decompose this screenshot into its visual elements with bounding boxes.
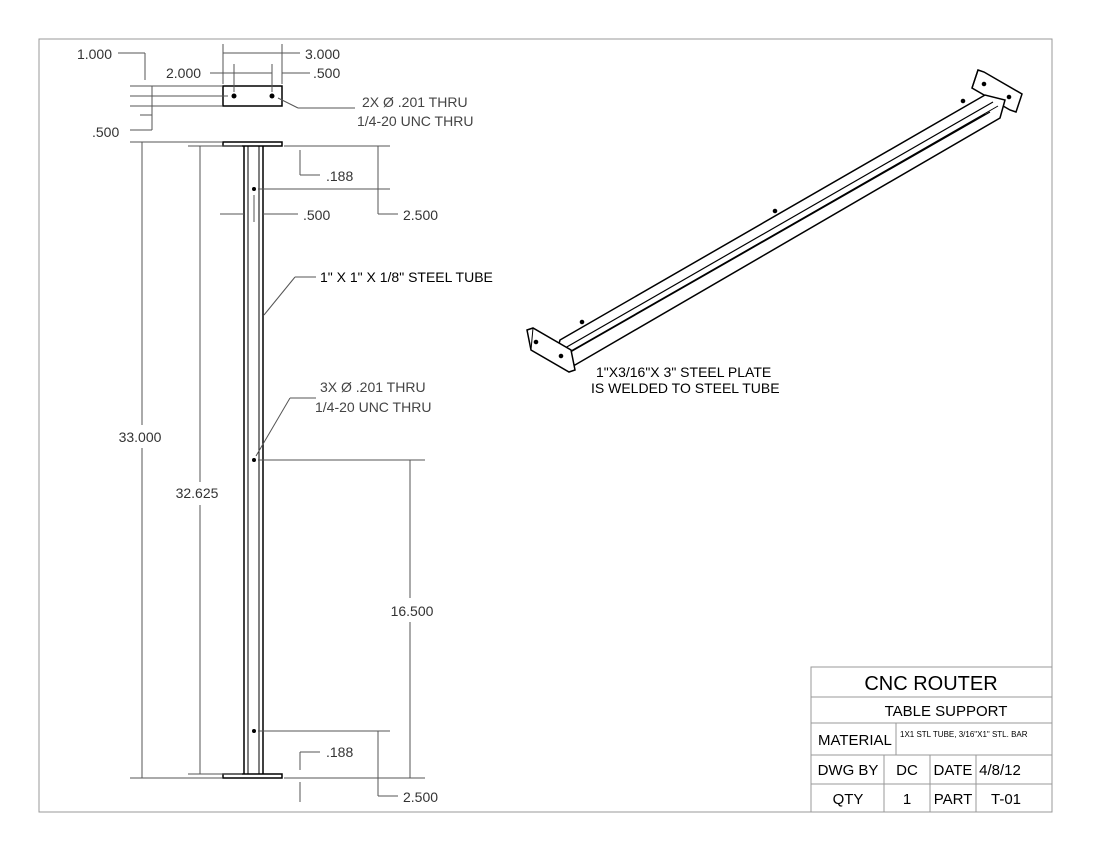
title-qty-value: 1 xyxy=(903,791,911,808)
callout-tube-holes-line1: 3X Ø .201 THRU xyxy=(320,379,426,395)
title-material-label: MATERIAL xyxy=(818,732,892,749)
title-part-name: TABLE SUPPORT xyxy=(885,703,1008,720)
title-drawn-by-label: DWG BY xyxy=(818,762,879,779)
title-date-value: 4/8/12 xyxy=(979,762,1021,779)
dim-plate-hole-spacing: 2.000 xyxy=(166,65,201,81)
title-drawn-by-value: DC xyxy=(896,762,918,779)
dim-plate-thickness-offset: .500 xyxy=(92,124,119,140)
title-part-label: PART xyxy=(934,791,973,808)
note-plate-line2: IS WELDED TO STEEL TUBE xyxy=(591,380,780,396)
title-material-value: 1X1 STL TUBE, 3/16"X1" STL. BAR xyxy=(900,730,1028,739)
plate-dimension-lines xyxy=(118,44,355,131)
plate-top-view xyxy=(222,85,283,107)
dim-plate-width: 3.000 xyxy=(305,46,340,62)
callout-tube-label: 1" X 1" X 1/8" STEEL TUBE xyxy=(320,269,493,285)
sheet-border xyxy=(38,38,1053,813)
dim-tube-width: .500 xyxy=(303,207,330,223)
callout-tube-holes-line2: 1/4-20 UNC THRU xyxy=(315,399,431,415)
dim-bottom-hole-from-end: 2.500 xyxy=(403,789,438,805)
dim-mid-hole: 16.500 xyxy=(391,603,434,619)
title-part-value: T-01 xyxy=(991,791,1021,808)
tube-dimension-lines xyxy=(130,141,425,802)
dim-top-hole-offset: .188 xyxy=(326,168,353,184)
title-qty-label: QTY xyxy=(833,791,864,808)
isometric-view xyxy=(526,69,1023,373)
dim-top-hole-from-end: 2.500 xyxy=(403,207,438,223)
dim-overall-length: 33.000 xyxy=(119,429,162,445)
callout-plate-holes-line1: 2X Ø .201 THRU xyxy=(362,94,468,110)
note-plate-line1: 1"X3/16"X 3" STEEL PLATE xyxy=(596,364,771,380)
dim-plate-top-offset: 1.000 xyxy=(77,46,112,62)
dim-tube-length: 32.625 xyxy=(176,485,219,501)
callout-plate-holes-line2: 1/4-20 UNC THRU xyxy=(357,113,473,129)
dim-plate-hole-edge: .500 xyxy=(313,65,340,81)
title-project: CNC ROUTER xyxy=(864,673,997,695)
title-block xyxy=(810,666,1053,813)
dim-bottom-hole-offset: .188 xyxy=(326,744,353,760)
title-date-label: DATE xyxy=(934,762,973,779)
